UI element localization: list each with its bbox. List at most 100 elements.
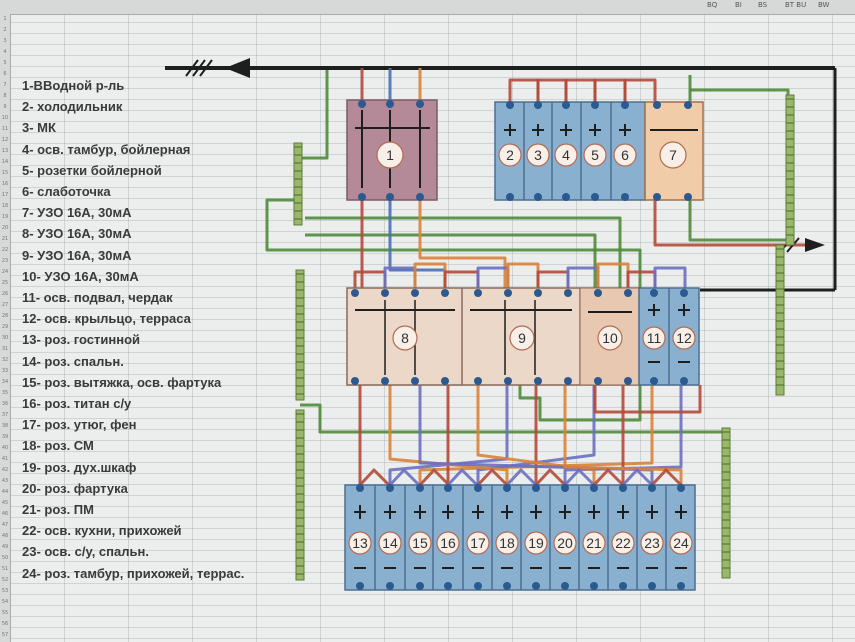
device-number-label: 24 [673,535,689,551]
row-number: 12 [1,137,9,143]
ground-wire [518,385,642,422]
rcd-body [644,101,704,201]
legend-item: 20- роз. фартука [22,480,128,496]
row-number: 37 [1,412,9,418]
row-number: 42 [1,467,9,473]
jumper-wire [506,262,540,290]
terminal-dot [386,193,394,201]
terminal-dot [358,100,366,108]
feed-wire [476,385,596,485]
jumper-wire [650,468,683,487]
terminal-dot [590,582,598,590]
device-number-circle [583,143,607,167]
legend-item: 24- роз. тамбур, прихожей, террас. [22,565,245,581]
device-number-circle [495,531,519,555]
device-number-label: 15 [412,535,428,551]
terminal-dot [534,101,542,109]
row-number: 32 [1,357,9,363]
jumper-wire [418,468,451,487]
jumper-wire [592,468,625,487]
incoming-hatch [192,59,206,77]
row-number: 8 [3,93,7,99]
terminal-dot [562,193,570,201]
incoming-arrow [225,58,250,78]
ground-wire [688,75,790,242]
legend-item: 19- роз. дух.шкаф [22,459,137,475]
terminal-dot [503,582,511,590]
device-number-circle [436,531,460,555]
feed-wire [593,385,702,414]
terminal-dot [534,289,542,297]
row-number: 10 [1,115,9,121]
legend-item: 18- роз. СМ [22,438,94,454]
terminal-dot [532,484,540,492]
terminal-dot [653,193,661,201]
row-number: 3 [3,38,7,44]
legend-item: 4- осв. тамбур, бойлерная [22,141,191,157]
legend-item: 9- УЗО 16А, 30мА [22,247,132,263]
device-number-label: 1 [386,147,394,163]
row-number: 26 [1,291,9,297]
device-number-circle [659,141,687,169]
terminal-dot [650,377,658,385]
jumper-wire [413,262,447,290]
terminal-dot [441,289,449,297]
device-number-label: 4 [562,147,570,163]
device-number-circle [392,325,418,351]
ground-busbar [295,409,305,581]
legend-item: 16- роз. титан с/у [22,396,132,411]
row-number: 44 [1,489,9,495]
row-number: 40 [1,445,9,451]
terminal-dot [474,484,482,492]
terminal-dot [624,377,632,385]
row-number: 56 [1,621,9,627]
device-number-label: 3 [534,147,542,163]
terminal-dot [474,582,482,590]
device-number-label: 8 [401,330,409,346]
legend-item: 6- слаботочка [22,184,111,199]
column-header: BW [818,1,830,9]
terminal-dot [351,289,359,297]
legend-item: 10- УЗО 16А, 30мА [22,268,139,284]
legend-item: 11- осв. подвал, чердак [22,290,173,305]
row-number: 23 [1,258,9,264]
terminal-dot [444,484,452,492]
row-number: 4 [3,49,7,55]
terminal-dot [619,484,627,492]
device-number-label: 5 [591,147,599,163]
row-number: 28 [1,313,9,319]
terminal-dot [381,377,389,385]
terminal-dot [624,289,632,297]
terminal-dot [506,193,514,201]
outgoing-arrow [805,238,825,252]
device-number-label: 10 [602,330,618,346]
jumper-wire [621,468,654,487]
ground-busbar [721,427,731,579]
row-number: 5 [3,60,7,66]
legend-item: 7- УЗО 16А, 30мА [22,205,132,221]
row-number: 57 [1,632,9,638]
terminal-dot [648,582,656,590]
terminal-dot [416,100,424,108]
device-number-label: 23 [644,535,660,551]
ground-wire [300,403,728,434]
terminal-dot [358,193,366,201]
row-number: 47 [1,522,9,528]
terminal-dot [684,193,692,201]
device-number-label: 9 [518,330,526,346]
terminal-dot [386,100,394,108]
column-header-bar: BQ BI BS BT BU BW [0,0,855,15]
terminal-dot [351,377,359,385]
device-number-circle [466,531,490,555]
jumper-wire [563,468,596,487]
legend-item: 22- осв. кухни, прихожей [22,523,182,539]
row-number: 24 [1,269,9,275]
terminal-dot [684,101,692,109]
device-number-label: 22 [615,535,631,551]
column-header: BT BU [785,1,807,9]
jumper-wire [388,468,421,487]
jumper-wire [446,468,479,487]
row-number: 25 [1,280,9,286]
device-number-circle [672,326,696,350]
row-number: 54 [1,599,9,605]
